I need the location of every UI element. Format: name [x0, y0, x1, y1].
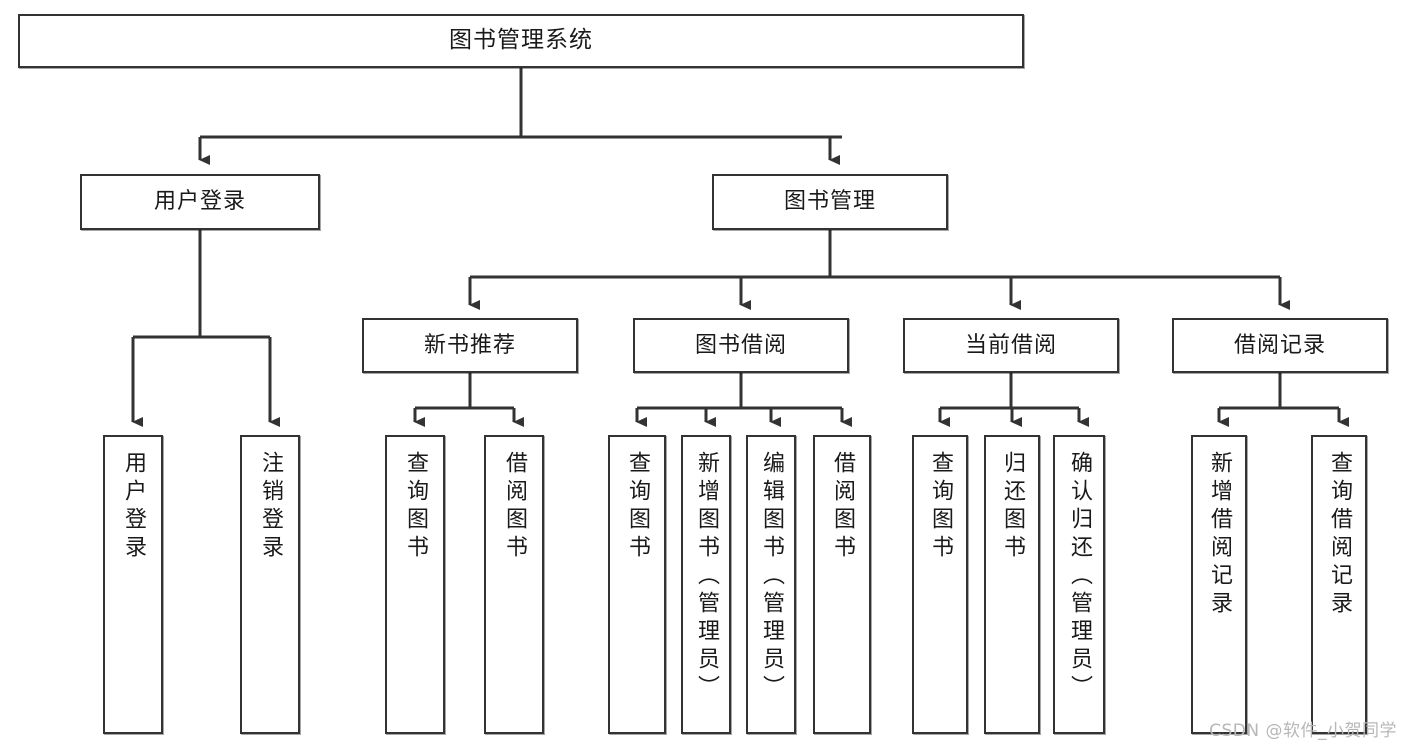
node-book-borrow[interactable]: 图书借阅 [633, 318, 849, 373]
node-new-book-recommend-label: 新书推荐 [423, 332, 516, 358]
node-leaf-query-book-3[interactable]: 查询图书 [912, 435, 968, 734]
node-leaf-borrow-book-2[interactable]: 借阅图书 [813, 435, 871, 734]
node-leaf-query-book-3-label: 查询图书 [928, 451, 953, 563]
node-leaf-confirm-return[interactable]: 确认归还（管理员） [1053, 435, 1105, 734]
node-book-manage[interactable]: 图书管理 [712, 174, 948, 230]
node-leaf-add-borrow-record-label: 新增借阅记录 [1207, 451, 1232, 619]
node-leaf-logout-label: 注销登录 [258, 451, 283, 563]
node-leaf-query-borrow-record-label: 查询借阅记录 [1327, 451, 1352, 619]
node-user-login-label: 用户登录 [153, 189, 246, 215]
node-borrow-record-label: 借阅记录 [1233, 332, 1326, 358]
node-leaf-user-login[interactable]: 用户登录 [103, 435, 163, 734]
node-root[interactable]: 图书管理系统 [18, 14, 1024, 68]
node-leaf-add-book[interactable]: 新增图书（管理员） [681, 435, 731, 734]
node-leaf-borrow-book-1-label: 借阅图书 [502, 451, 527, 563]
node-new-book-recommend[interactable]: 新书推荐 [362, 318, 578, 373]
node-leaf-query-borrow-record[interactable]: 查询借阅记录 [1311, 435, 1367, 734]
node-book-borrow-label: 图书借阅 [694, 332, 787, 358]
node-leaf-edit-book[interactable]: 编辑图书（管理员） [746, 435, 796, 734]
node-leaf-add-book-label: 新增图书（管理员） [694, 451, 719, 703]
node-leaf-return-book[interactable]: 归还图书 [984, 435, 1040, 734]
node-current-borrow-label: 当前借阅 [964, 332, 1057, 358]
node-leaf-logout[interactable]: 注销登录 [240, 435, 300, 734]
node-leaf-borrow-book-2-label: 借阅图书 [830, 451, 855, 563]
node-leaf-edit-book-label: 编辑图书（管理员） [759, 451, 784, 703]
node-leaf-query-book-2[interactable]: 查询图书 [608, 435, 666, 734]
node-leaf-user-login-label: 用户登录 [121, 451, 146, 563]
csdn-watermark: CSDN @软件_小贺同学 [1209, 721, 1397, 741]
node-leaf-query-book-1-label: 查询图书 [403, 451, 428, 563]
node-leaf-add-borrow-record[interactable]: 新增借阅记录 [1191, 435, 1247, 734]
node-user-login[interactable]: 用户登录 [80, 174, 320, 230]
node-leaf-return-book-label: 归还图书 [1000, 451, 1025, 563]
node-leaf-borrow-book-1[interactable]: 借阅图书 [484, 435, 544, 734]
node-leaf-confirm-return-label: 确认归还（管理员） [1067, 451, 1092, 703]
node-borrow-record[interactable]: 借阅记录 [1172, 318, 1388, 373]
node-current-borrow[interactable]: 当前借阅 [903, 318, 1119, 373]
node-leaf-query-book-2-label: 查询图书 [625, 451, 650, 563]
node-leaf-query-book-1[interactable]: 查询图书 [385, 435, 445, 734]
node-root-label: 图书管理系统 [449, 27, 593, 54]
node-book-manage-label: 图书管理 [783, 189, 876, 215]
